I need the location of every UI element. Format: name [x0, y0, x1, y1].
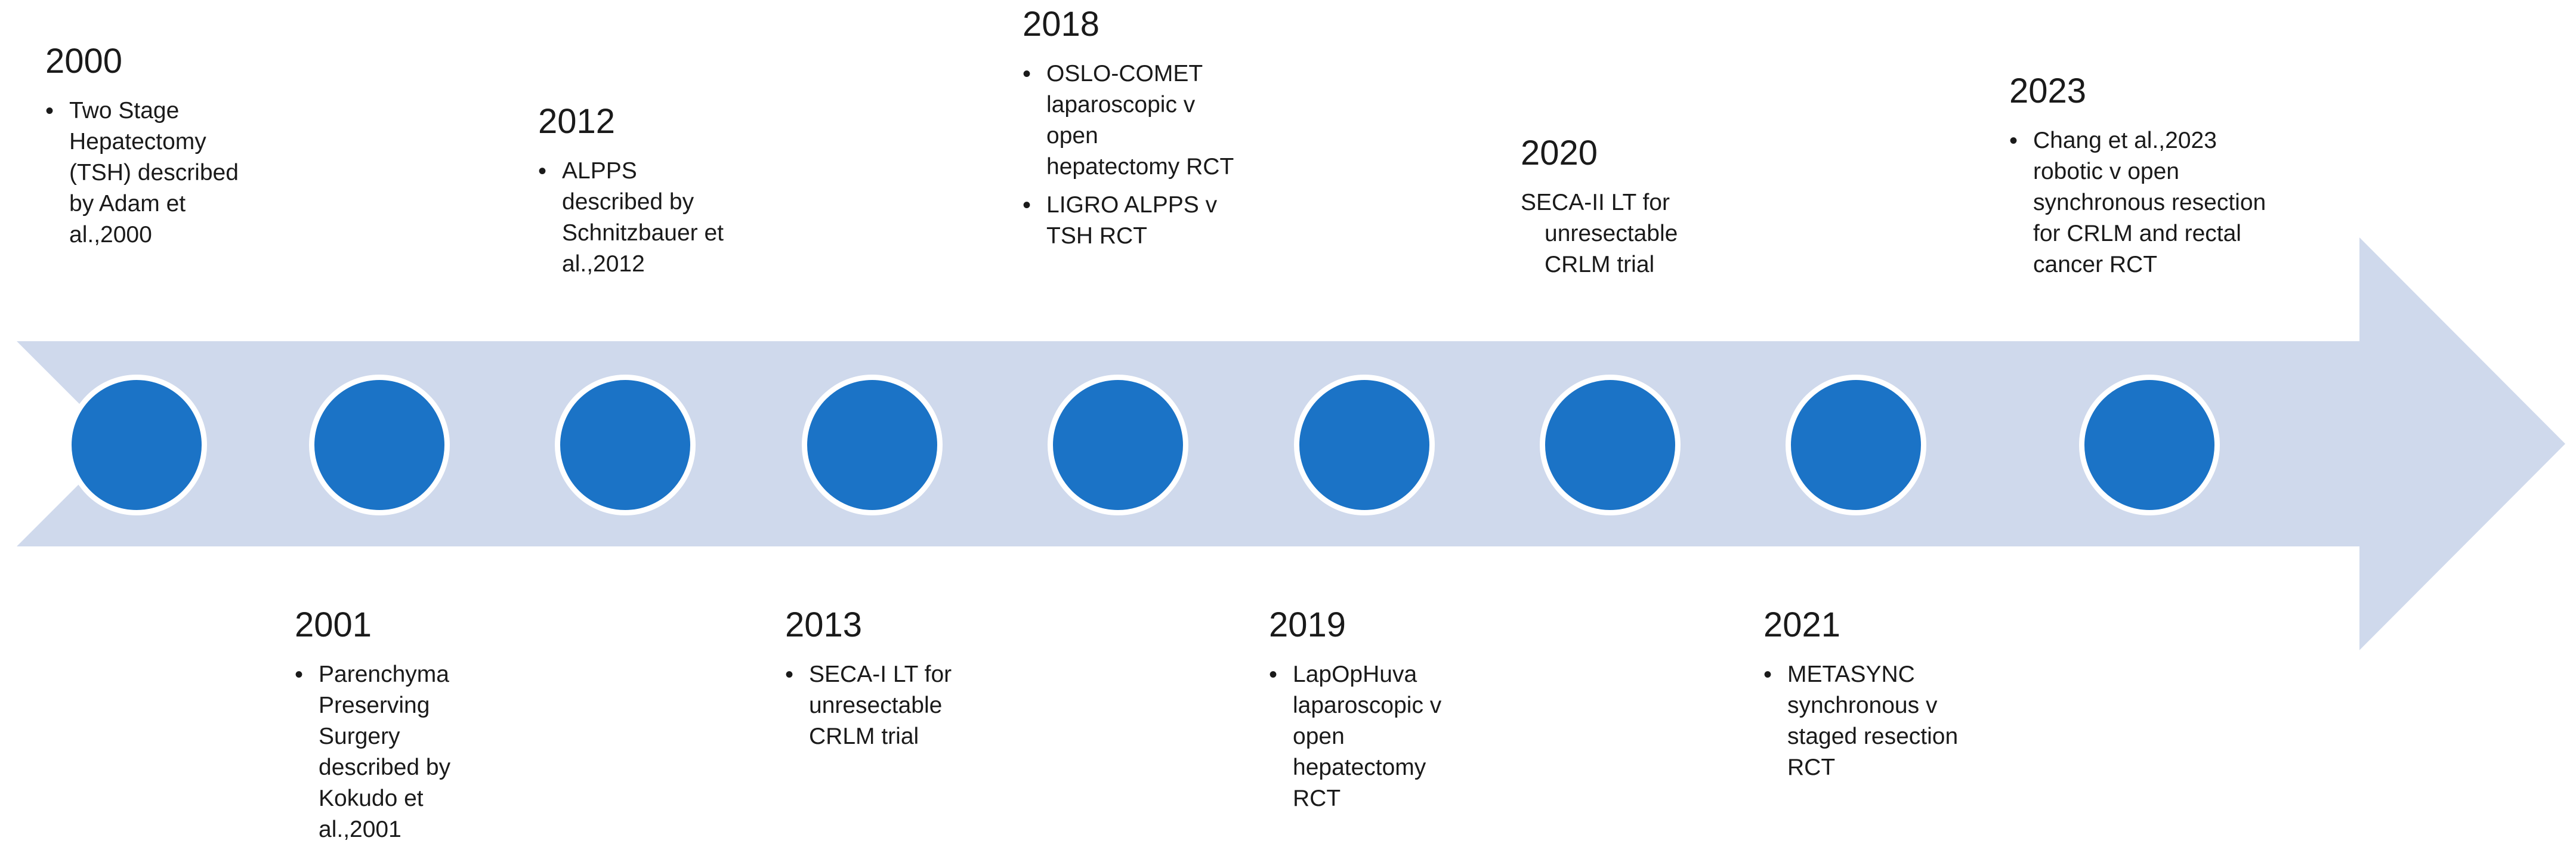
event-item: METASYNC synchronous v staged resection … [1763, 659, 1966, 783]
event-items: LapOpHuva laparoscopic v open hepatectom… [1269, 659, 1472, 814]
event-year: 2001 [295, 605, 372, 644]
timeline-node-2000 [66, 375, 207, 515]
event-items: METASYNC synchronous v staged resection … [1763, 659, 1966, 783]
event-2012: 2012 ALPPS described by Schnitzbauer et … [538, 104, 735, 287]
event-2019: 2019 LapOpHuva laparoscopic v open hepat… [1269, 608, 1472, 821]
event-2018: 2018 OSLO-COMET laparoscopic v open hepa… [1023, 7, 1237, 259]
event-items: SECA-I LT for unresectable CRLM trial [785, 659, 982, 752]
event-year: 2018 [1023, 5, 1100, 44]
event-year: 2000 [45, 42, 123, 81]
event-item: OSLO-COMET laparoscopic v open hepatecto… [1023, 58, 1237, 183]
timeline-node-2023 [2079, 375, 2220, 515]
event-items: Parenchyma Preserving Surgery described … [295, 659, 492, 845]
event-items: ALPPS described by Schnitzbauer et al.,2… [538, 156, 735, 280]
timeline-node-2021 [1786, 375, 1926, 515]
event-items: Chang et al.,2023 robotic v open synchro… [2009, 125, 2284, 280]
timeline-node-2012 [555, 375, 696, 515]
timeline-node-2013 [802, 375, 943, 515]
timeline-node-2018 [1048, 375, 1188, 515]
event-year: 2013 [785, 605, 863, 644]
event-2001: 2001 Parenchyma Preserving Surgery descr… [295, 608, 492, 852]
event-item: ALPPS described by Schnitzbauer et al.,2… [538, 156, 735, 280]
event-year: 2023 [2009, 72, 2087, 110]
event-2020: 2020 SECA-II LT for unresectable CRLM tr… [1521, 136, 1735, 280]
event-item: Parenchyma Preserving Surgery described … [295, 659, 492, 845]
event-2000: 2000 Two Stage Hepatectomy (TSH) describ… [45, 44, 242, 258]
event-items: Two Stage Hepatectomy (TSH) described by… [45, 95, 242, 251]
event-item: Two Stage Hepatectomy (TSH) described by… [45, 95, 242, 251]
timeline-node-2001 [309, 375, 450, 515]
event-item: Chang et al.,2023 robotic v open synchro… [2009, 125, 2284, 280]
timeline-node-2020 [1540, 375, 1681, 515]
timeline-node-2019 [1294, 375, 1435, 515]
event-2023: 2023 Chang et al.,2023 robotic v open sy… [2009, 74, 2284, 288]
event-item: LIGRO ALPPS v TSH RCT [1023, 190, 1237, 252]
event-items: OSLO-COMET laparoscopic v open hepatecto… [1023, 58, 1237, 252]
event-year: 2020 [1521, 134, 1598, 172]
event-2021: 2021 METASYNC synchronous v staged resec… [1763, 608, 1966, 790]
event-text: SECA-II LT for unresectable CRLM trial [1521, 190, 1678, 277]
event-year: 2012 [538, 102, 616, 141]
event-year: 2019 [1269, 605, 1346, 644]
event-item: SECA-I LT for unresectable CRLM trial [785, 659, 982, 752]
event-item: LapOpHuva laparoscopic v open hepatectom… [1269, 659, 1472, 814]
event-2013: 2013 SECA-I LT for unresectable CRLM tri… [785, 608, 982, 759]
timeline-arrow-shape [17, 237, 2565, 650]
event-year: 2021 [1763, 605, 1841, 644]
